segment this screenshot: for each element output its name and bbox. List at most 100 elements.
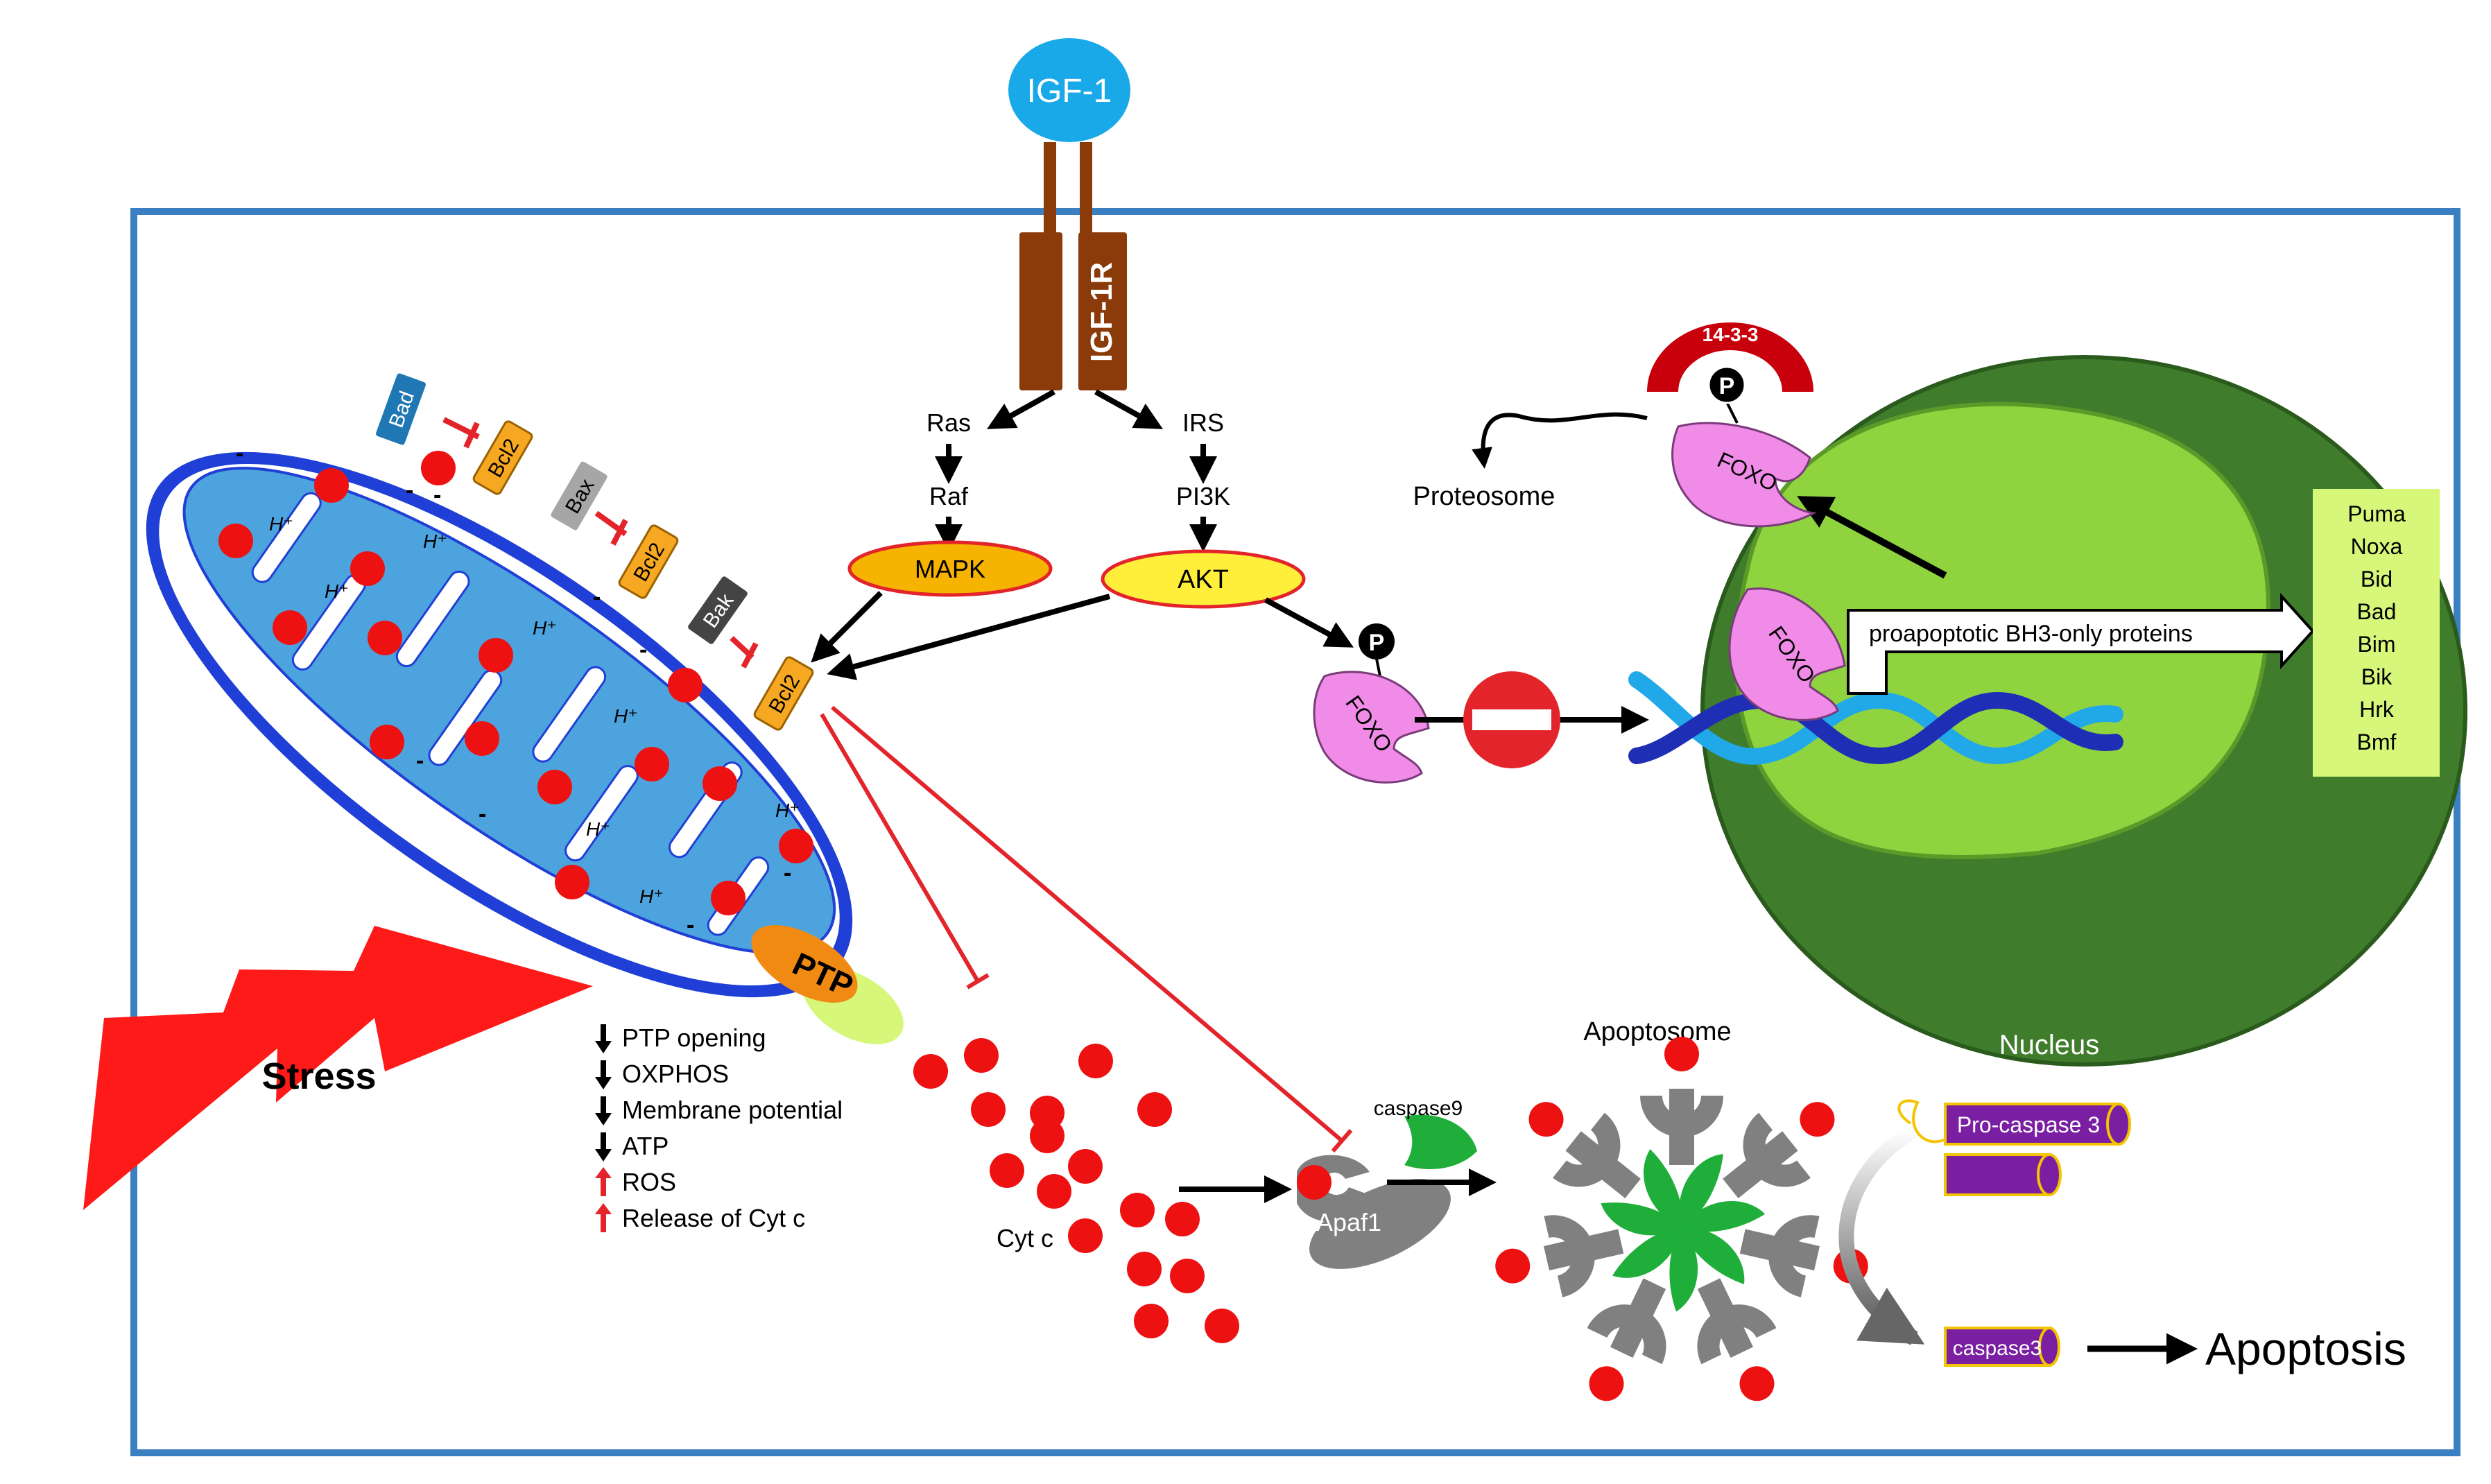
bh3-protein-item: Bik bbox=[2361, 664, 2393, 689]
effect-label: Membrane potential bbox=[622, 1096, 843, 1124]
irs-label: IRS bbox=[1182, 408, 1224, 437]
effect-item: PTP opening bbox=[595, 1024, 766, 1053]
arrow-down-icon bbox=[595, 1149, 612, 1162]
minus-marker: - bbox=[639, 637, 647, 663]
apaf1-arm bbox=[1640, 1037, 1723, 1165]
raf-label: Raf bbox=[929, 482, 969, 510]
degradation-arrow bbox=[1472, 412, 1648, 469]
apaf1-arm bbox=[1495, 1215, 1624, 1297]
arrow-up-icon bbox=[595, 1167, 612, 1178]
bad-protein: Bad bbox=[376, 373, 426, 445]
bh3-arrow-label: proapoptotic BH3-only proteins bbox=[1869, 621, 2193, 647]
pi3k-label: PI3K bbox=[1176, 482, 1230, 510]
mito-charge-markers: - - - - - - - - - bbox=[236, 440, 791, 938]
caspase9-label: caspase9 bbox=[1374, 1097, 1463, 1120]
h-plus-marker: H⁺ bbox=[614, 705, 638, 727]
protein-14-3-3: 14-3-3 bbox=[1647, 322, 1813, 392]
pro-caspase3-label: Pro-caspase 3 bbox=[1957, 1112, 2100, 1137]
caspase9-protein: caspase9 bbox=[1374, 1097, 1477, 1169]
dna-helix bbox=[1628, 671, 2123, 765]
bh3-protein-item: Bim bbox=[2357, 632, 2395, 657]
bcl2-protein: Bcl2 bbox=[618, 524, 679, 599]
stress-bolt: Stress bbox=[83, 926, 593, 1210]
bcl2-protein: Bcl2 bbox=[472, 420, 533, 495]
h-plus-marker: H⁺ bbox=[639, 886, 664, 907]
bh3-protein-item: Puma bbox=[2347, 501, 2406, 526]
mito-proton-markers: H⁺ H⁺ H⁺ H⁺ H⁺ H⁺ H⁺ H⁺ bbox=[269, 513, 800, 907]
bh3-protein-item: Noxa bbox=[2351, 534, 2403, 559]
caspase9-petal bbox=[1612, 1227, 1682, 1278]
mapk-label: MAPK bbox=[915, 555, 985, 583]
effect-label: ATP bbox=[622, 1132, 669, 1160]
apaf1-complex: Apaf1 bbox=[1297, 1155, 1451, 1269]
arrow-up-icon bbox=[595, 1203, 612, 1214]
minus-marker: - bbox=[406, 477, 413, 503]
foxo-nuclear: FOXO bbox=[1728, 587, 1846, 721]
bad-label: Bad bbox=[385, 388, 419, 431]
activation-curve-arrow bbox=[1838, 1123, 1925, 1345]
caspase9-petal bbox=[1601, 1202, 1682, 1236]
cyt-c-label: Cyt c bbox=[997, 1224, 1053, 1252]
arrow-down-icon bbox=[595, 1077, 612, 1089]
minus-marker: - bbox=[784, 860, 791, 886]
minus-marker: - bbox=[687, 912, 694, 938]
bh3-arrow: proapoptotic BH3-only proteins bbox=[1847, 592, 2315, 695]
ras-label: Ras bbox=[926, 408, 971, 437]
bax-protein: Bax bbox=[551, 461, 607, 530]
minus-marker: - bbox=[416, 748, 424, 774]
blocked-translocation bbox=[1415, 671, 1649, 768]
caspase3-label: caspase3 bbox=[1953, 1337, 2042, 1360]
mito-red-dots bbox=[218, 451, 813, 915]
proteosome-label: Proteosome bbox=[1413, 482, 1555, 511]
cell-membrane bbox=[130, 208, 2460, 1456]
effect-item: Membrane potential bbox=[595, 1096, 843, 1125]
caspase3: caspase3 bbox=[1944, 1327, 2060, 1367]
effect-label: PTP opening bbox=[622, 1024, 766, 1052]
akt-label: AKT bbox=[1178, 565, 1229, 594]
igf1-receptor: IGF-1R bbox=[1019, 142, 1127, 390]
cyt-c-cluster bbox=[913, 1038, 1239, 1343]
effect-item: OXPHOS bbox=[595, 1060, 729, 1089]
effect-label: OXPHOS bbox=[622, 1060, 729, 1088]
h-plus-marker: H⁺ bbox=[775, 800, 800, 821]
phosphate-label: P bbox=[1369, 630, 1385, 656]
apaf1-label: Apaf1 bbox=[1316, 1208, 1381, 1236]
foxo-phosphorylated-cyto: P FOXO bbox=[1313, 623, 1430, 784]
caspase9-petal bbox=[1679, 1154, 1723, 1227]
akt-node: AKT bbox=[1101, 549, 1306, 609]
apaf1-arm bbox=[1697, 1278, 1777, 1401]
pro-caspase3: Pro-caspase 3 bbox=[1897, 1099, 2131, 1196]
mapk-node: MAPK bbox=[847, 540, 1053, 597]
igf1-label: IGF-1 bbox=[1027, 73, 1112, 110]
caspase9-petal bbox=[1669, 1227, 1698, 1312]
arrow-down-icon bbox=[595, 1113, 612, 1125]
caspase9-petal bbox=[1644, 1149, 1682, 1227]
nucleus-label: Nucleus bbox=[1999, 1030, 2100, 1060]
apaf1-arm bbox=[1723, 1102, 1835, 1198]
bcl2-inhibition-lines bbox=[820, 705, 1353, 1153]
bh3-protein-item: Bmf bbox=[2357, 730, 2397, 754]
apoptosome-label: Apoptosome bbox=[1583, 1017, 1731, 1046]
effect-item: ATP bbox=[595, 1132, 669, 1162]
h-plus-marker: H⁺ bbox=[423, 530, 447, 552]
stress-label: Stress bbox=[261, 1055, 376, 1097]
protein-14-3-3-label: 14-3-3 bbox=[1703, 324, 1759, 345]
phosphate-label: P bbox=[1719, 373, 1735, 399]
apoptosome bbox=[1495, 1037, 1868, 1401]
mitochondrion: Mitochondrion bbox=[146, 451, 853, 998]
minus-marker: - bbox=[433, 482, 441, 508]
bcl2-protein: Bcl2 bbox=[753, 656, 814, 731]
bh3-protein-item: Bid bbox=[2361, 567, 2393, 592]
effect-item: Release of Cyt c bbox=[595, 1203, 805, 1232]
igf1r-label: IGF-1R bbox=[1085, 262, 1119, 362]
foxo-phosphorylated-nuclear: P FOXO bbox=[1671, 365, 1817, 528]
caspase9-petal bbox=[1682, 1201, 1766, 1232]
effect-label: ROS bbox=[622, 1168, 676, 1196]
caspase9-petal bbox=[1682, 1227, 1745, 1284]
minus-marker: - bbox=[479, 801, 486, 827]
h-plus-marker: H⁺ bbox=[269, 513, 293, 535]
effect-label: Release of Cyt c bbox=[622, 1204, 805, 1232]
